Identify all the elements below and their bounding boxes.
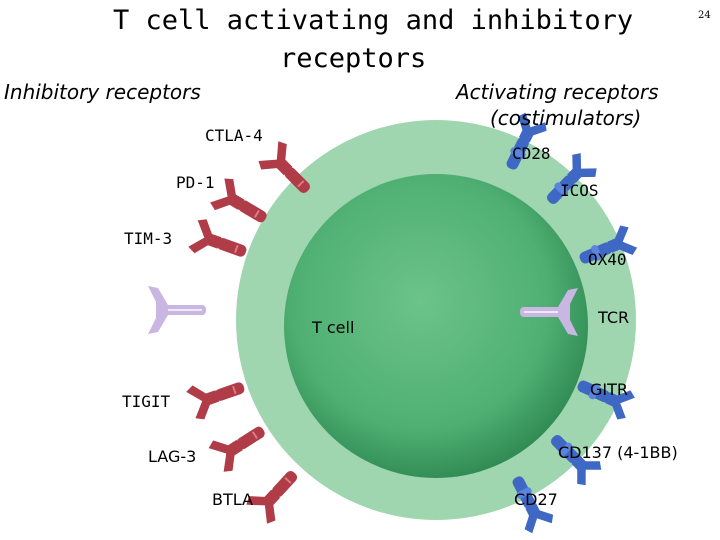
inhibitory-receptor-lag-3 <box>208 426 265 472</box>
receptor-label-gitr: GITR <box>590 380 629 399</box>
receptor-label-ctla-4: CTLA-4 <box>205 126 263 145</box>
receptor-label-btla: BTLA <box>212 490 253 509</box>
receptor-label-cd28: CD28 <box>512 144 551 163</box>
receptor-label-icos: ICOS <box>560 181 599 200</box>
inhibitory-heading: Inhibitory receptors <box>4 80 201 104</box>
activating-receptor-gitr <box>577 380 635 420</box>
activating-receptor-cd28 <box>506 112 547 170</box>
slide-title-line-2: receptors <box>280 43 427 74</box>
receptor-label-tigit: TIGIT <box>122 392 171 411</box>
inhibitory-receptor-btla <box>246 471 298 524</box>
inhibitory-receptor-tigit <box>186 382 245 420</box>
receptor-label-tim-3: TIM-3 <box>124 229 173 248</box>
cell-label: T cell <box>312 318 355 337</box>
slide-title-line-1: T cell activating and inhibitory <box>113 5 634 36</box>
tcr-receptor-right <box>520 288 578 336</box>
inhibitory-receptor-pd-1 <box>210 178 267 223</box>
receptor-label-cd27: CD27 <box>514 490 558 509</box>
page-number: 24 <box>698 10 711 21</box>
activating-heading-line-1: Activating receptors <box>456 80 659 104</box>
receptor-label-cd137: CD137 (4-1BB) <box>558 443 678 462</box>
receptor-label-ox40: OX40 <box>588 250 627 269</box>
receptor-label-pd-1: PD-1 <box>176 173 215 192</box>
inhibitory-receptor-tim-3 <box>188 219 247 257</box>
inhibitory-receptor-ctla-4 <box>258 141 311 193</box>
activating-heading-line-2: (costimulators) <box>490 106 642 130</box>
receptor-label-tcr: TCR <box>598 308 630 327</box>
activating-receptor-cd137 <box>551 435 602 486</box>
receptor-layer <box>148 112 638 534</box>
t-cell-nucleus <box>284 174 588 478</box>
receptor-label-lag-3: LAG-3 <box>148 447 197 466</box>
activating-receptor-cd27 <box>512 476 554 534</box>
tcr-receptor-left <box>148 286 206 334</box>
activating-receptor-icos <box>546 153 597 204</box>
activating-receptor-ox40 <box>579 225 638 264</box>
